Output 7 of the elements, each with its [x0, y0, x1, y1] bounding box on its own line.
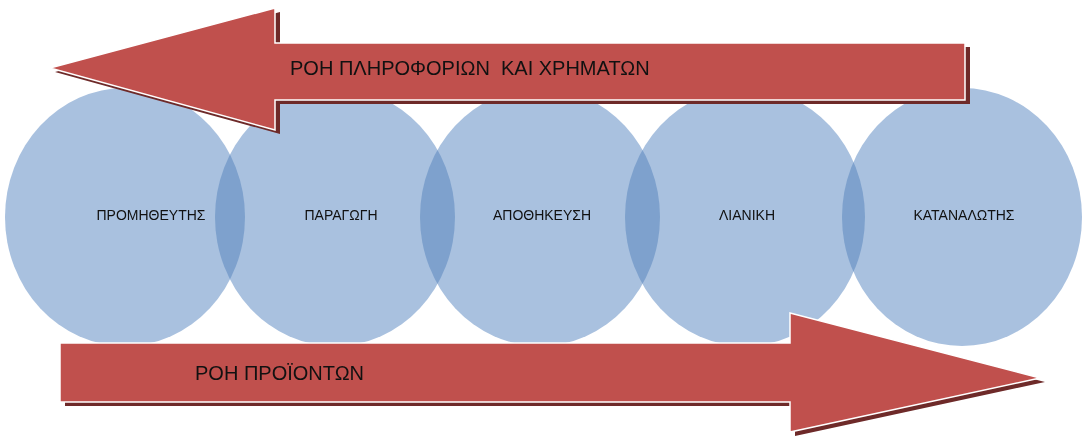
stage-label: ΠΑΡΑΓΩΓΗ [303, 207, 379, 223]
stage-label: ΠΡΟΜΗΘΕΥΤΗΣ [95, 207, 207, 223]
stage-label: ΚΑΤΑΝΑΛΩΤΗΣ [912, 207, 1016, 223]
flow-label: ΡΟΗ ΠΛΗΡΟΦΟΡΙΩΝ ΚΑΙ ΧΡΗΜΑΤΩΝ [290, 57, 650, 80]
stage-label: ΛΙΑΝΙΚΗ [718, 207, 776, 223]
stage-label: ΑΠΟΘΗΚΕΥΣΗ [491, 207, 593, 223]
flow-label: ΡΟΗ ΠΡΟΪΟΝΤΩΝ [195, 362, 365, 385]
